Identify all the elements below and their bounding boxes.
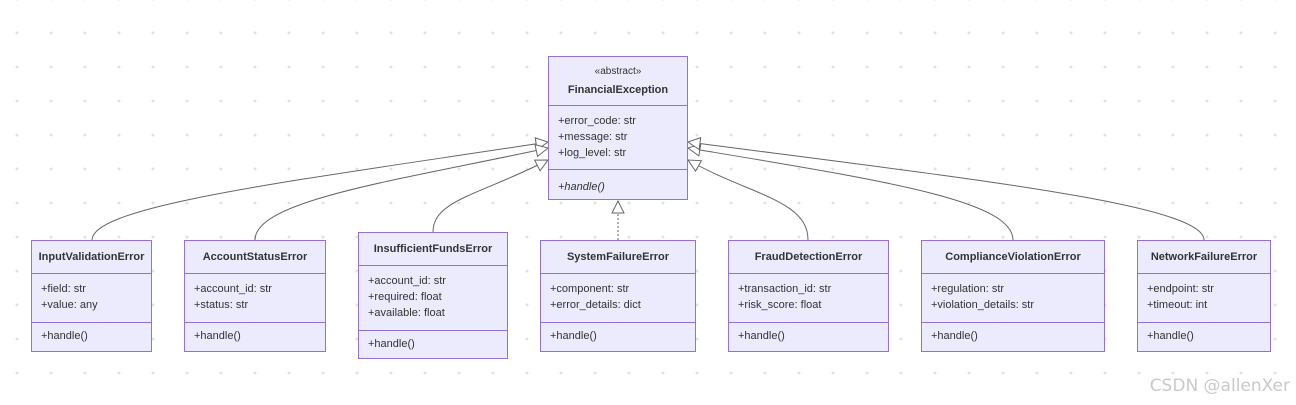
class-header: AccountStatusError (185, 241, 325, 274)
class-inputvalidationerror: InputValidationError +field: str +value:… (31, 240, 152, 352)
class-name: InsufficientFundsError (373, 243, 493, 255)
class-attributes: +regulation: str +violation_details: str (922, 274, 1104, 323)
edge-frauddetectionerror (688, 160, 809, 241)
edge-complianceviolationerror (688, 148, 1014, 241)
class-methods: +handle() (32, 323, 151, 352)
attribute: +required: float (368, 291, 442, 303)
attribute: +timeout: int (1147, 299, 1208, 311)
class-name: FinancialException (567, 84, 669, 96)
method: +handle() (558, 181, 605, 193)
attribute: +status: str (194, 299, 249, 311)
class-networkfailureerror: NetworkFailureError +endpoint: str +time… (1137, 240, 1271, 352)
class-header: NetworkFailureError (1138, 241, 1270, 274)
class-attributes: +component: str +error_details: dict (541, 274, 695, 323)
class-stereotype: «abstract» (594, 66, 642, 77)
class-financialexception: «abstract» FinancialException +error_cod… (548, 56, 688, 200)
attribute: +account_id: str (194, 283, 272, 295)
class-header: ComplianceViolationError (922, 241, 1104, 274)
class-header: InsufficientFundsError (359, 233, 507, 266)
class-name: FraudDetectionError (754, 251, 863, 263)
edge-networkfailureerror (688, 142, 1205, 241)
class-methods: +handle() (359, 331, 507, 360)
attribute: +error_code: str (558, 115, 636, 127)
attribute: +message: str (558, 131, 628, 143)
attribute: +log_level: str (558, 147, 627, 159)
class-attributes: +account_id: str +status: str (185, 274, 325, 323)
method: +handle() (194, 330, 241, 342)
method: +handle() (931, 330, 978, 342)
class-complianceviolationerror: ComplianceViolationError +regulation: st… (921, 240, 1105, 352)
class-attributes: +field: str +value: any (32, 274, 151, 323)
class-attributes: +account_id: str +required: float +avail… (359, 266, 507, 331)
attribute: +transaction_id: str (738, 283, 832, 295)
class-name: AccountStatusError (202, 251, 308, 263)
attribute: +field: str (41, 283, 86, 295)
method: +handle() (1147, 330, 1194, 342)
class-attributes: +endpoint: str +timeout: int (1138, 274, 1270, 323)
class-frauddetectionerror: FraudDetectionError +transaction_id: str… (728, 240, 889, 352)
edge-accountstatuserror (254, 148, 548, 241)
class-header: «abstract» FinancialException (549, 57, 687, 106)
attribute: +endpoint: str (1147, 283, 1214, 295)
class-methods: +handle() (922, 323, 1104, 352)
class-methods: +handle() (729, 323, 888, 352)
attribute: +risk_score: float (738, 299, 822, 311)
edge-insufficientfundserror (432, 160, 548, 233)
method: +handle() (738, 330, 785, 342)
class-methods: +handle() (1138, 323, 1270, 352)
class-header: FraudDetectionError (729, 241, 888, 274)
class-name: NetworkFailureError (1150, 251, 1258, 263)
attribute: +available: float (368, 307, 445, 319)
class-attributes: +transaction_id: str +risk_score: float (729, 274, 888, 323)
class-header: InputValidationError (32, 241, 151, 274)
class-attributes: +error_code: str +message: str +log_leve… (549, 106, 687, 170)
class-methods: +handle() (541, 323, 695, 352)
method: +handle() (550, 330, 597, 342)
attribute: +value: any (41, 299, 98, 311)
attribute: +component: str (550, 283, 630, 295)
class-name: SystemFailureError (566, 251, 670, 263)
class-header: SystemFailureError (541, 241, 695, 274)
class-name: ComplianceViolationError (945, 251, 1081, 263)
class-methods: +handle() (185, 323, 325, 352)
attribute: +error_details: dict (550, 299, 641, 311)
attribute: +account_id: str (368, 275, 446, 287)
class-name: InputValidationError (38, 251, 145, 263)
class-systemfailureerror: SystemFailureError +component: str +erro… (540, 240, 696, 352)
attribute: +violation_details: str (931, 299, 1035, 311)
edge-inputvalidationerror (91, 142, 548, 241)
class-accountstatuserror: AccountStatusError +account_id: str +sta… (184, 240, 326, 352)
watermark: CSDN @allenXer (1149, 376, 1290, 396)
method: +handle() (368, 338, 415, 350)
attribute: +regulation: str (931, 283, 1005, 295)
class-methods: +handle() (549, 170, 687, 203)
class-insufficientfundserror: InsufficientFundsError +account_id: str … (358, 232, 508, 359)
method: +handle() (41, 330, 88, 342)
